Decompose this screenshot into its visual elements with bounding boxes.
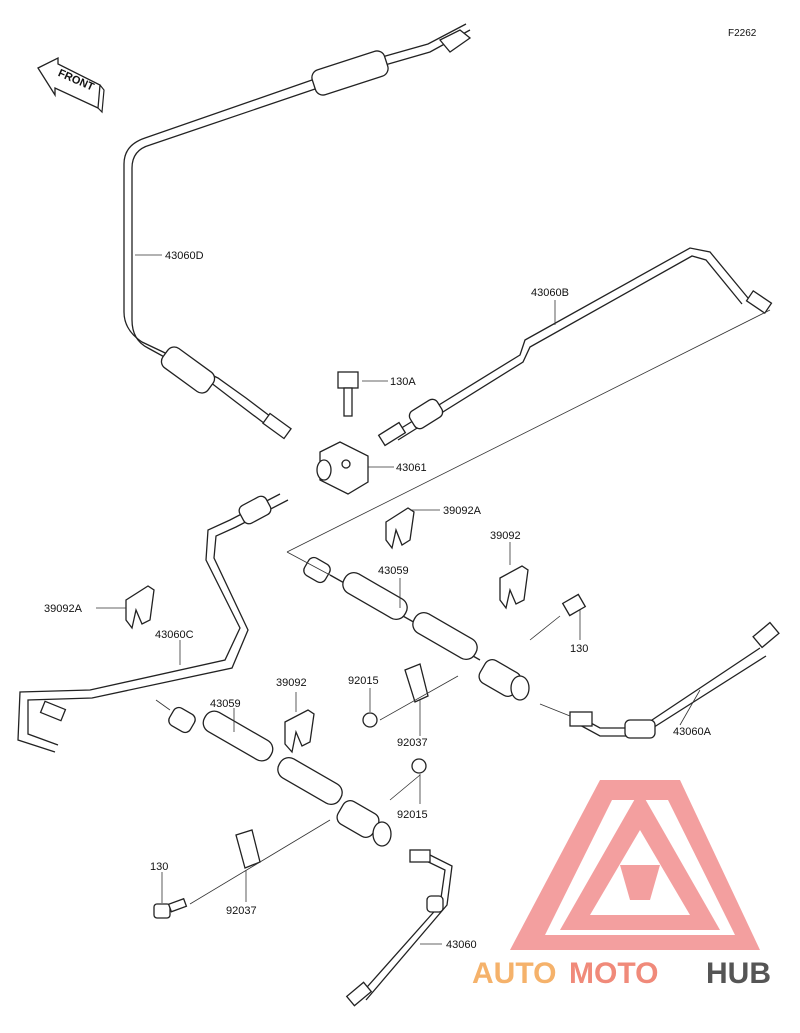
pipe-43060 xyxy=(345,849,453,1007)
label-43059-mid: 43059 xyxy=(210,698,241,710)
label-92037-low: 92037 xyxy=(226,905,257,917)
label-130a: 130A xyxy=(390,376,416,388)
clamp-39092-mid xyxy=(284,709,315,754)
hose-43059-upper xyxy=(303,556,530,701)
hose-43059-lower xyxy=(168,706,392,847)
clip-92037-mid xyxy=(404,663,429,703)
nut-92015-mid xyxy=(362,712,378,728)
watermark-text: AUTO MOTO HUB xyxy=(472,957,771,990)
watermark-moto: MOTO xyxy=(569,957,658,990)
diagram-code: F2262 xyxy=(728,28,757,39)
bolt-130-lower xyxy=(153,897,188,919)
label-39092-top: 39092 xyxy=(490,530,521,542)
label-92037-mid: 92037 xyxy=(397,737,428,749)
label-39092-mid: 39092 xyxy=(276,677,307,689)
label-130-low: 130 xyxy=(150,861,168,873)
pipe-43060b xyxy=(377,247,773,447)
front-arrow-icon: FRONT xyxy=(37,56,105,114)
label-43060a: 43060A xyxy=(673,726,712,738)
label-92015-low: 92015 xyxy=(397,809,428,821)
label-130-right: 130 xyxy=(570,643,588,655)
clamp-39092-upper xyxy=(499,565,529,610)
watermark-hub: HUB xyxy=(706,957,771,990)
part-labels: 43060D 43060B 130A 43061 39092A 39092 43… xyxy=(44,250,712,951)
pipe-43060d xyxy=(123,23,472,440)
label-43061: 43061 xyxy=(396,462,427,474)
nut-92015-lower xyxy=(411,758,427,774)
guide-lines xyxy=(155,309,771,905)
clamp-39092a-left xyxy=(125,585,155,630)
label-43060d: 43060D xyxy=(165,250,204,262)
bolt-130-right xyxy=(561,593,587,617)
label-43060b: 43060B xyxy=(531,287,569,299)
pipe-43060c xyxy=(17,493,289,753)
label-39092a-left: 39092A xyxy=(44,603,83,615)
joint-43061 xyxy=(316,441,369,495)
leader-lines xyxy=(96,254,701,945)
clip-92037-lower xyxy=(235,829,261,869)
bolt-130a xyxy=(337,371,359,417)
watermark-auto: AUTO xyxy=(472,957,556,990)
label-39092a-top: 39092A xyxy=(443,505,482,517)
clamp-39092a-upper xyxy=(385,507,415,550)
label-92015-mid: 92015 xyxy=(348,675,379,687)
label-43060: 43060 xyxy=(446,939,477,951)
label-43060c: 43060C xyxy=(155,629,194,641)
pipe-43060a xyxy=(569,621,780,739)
watermark-logo-icon xyxy=(510,780,760,950)
label-43059-top: 43059 xyxy=(378,565,409,577)
